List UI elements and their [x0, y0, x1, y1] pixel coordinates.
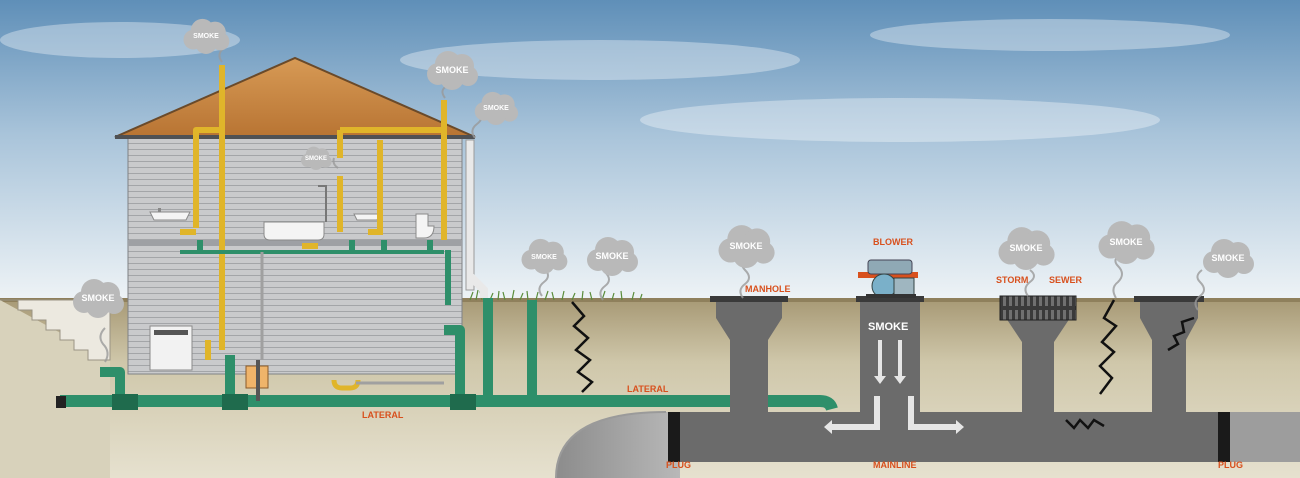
plug-right-marker [1218, 412, 1230, 462]
label-blower: BLOWER [873, 237, 913, 247]
sink-right [353, 213, 381, 221]
label-lateral-right: LATERAL [627, 384, 669, 394]
smoke-text-yard: SMOKE [81, 293, 114, 303]
mainline-bend [556, 412, 680, 478]
label-plug-left: PLUG [666, 460, 691, 470]
smoke-text-far-right: SMOKE [1211, 253, 1244, 263]
smoke-text-lawn-1: SMOKE [531, 254, 557, 261]
smoke-text-stack-right: SMOKE [435, 65, 468, 75]
shower-head [318, 185, 327, 222]
bathtub [263, 221, 325, 241]
pipe-cracks [571, 299, 1195, 430]
storm-sewer-shaft [1006, 318, 1070, 412]
plug-left-marker [668, 412, 680, 462]
stairs [0, 299, 111, 361]
label-blower-smoke: SMOKE [868, 321, 908, 333]
label-sewer: SEWER [1049, 275, 1083, 285]
blower-manhole-shaft [860, 300, 920, 412]
toilet [415, 213, 435, 239]
gutter-downspout [465, 139, 475, 291]
sink-left [149, 211, 191, 221]
storm-sewer-grate [999, 295, 1077, 321]
smoke-text-stack-left: SMOKE [193, 33, 219, 40]
label-manhole: MANHOLE [745, 284, 791, 294]
mainline-extension [1230, 412, 1300, 462]
smoke-text-storm-sewer: SMOKE [1009, 243, 1042, 253]
floor-joist [128, 240, 462, 246]
smoke-text-crack: SMOKE [1109, 237, 1142, 247]
vent-pipes [180, 65, 447, 360]
label-storm: STORM [996, 275, 1028, 285]
diagram-labels: MANHOLE BLOWER STORM SEWER LATERAL LATER… [362, 237, 1243, 470]
smoke-text-manhole: SMOKE [729, 241, 762, 251]
ground-surface [0, 298, 1300, 302]
crack-left [571, 301, 594, 393]
smoke-puff-texts: SMOKE SMOKE SMOKE SMOKE SMOKE SMOKE SMOK… [81, 33, 1244, 303]
smoke-text-interior: SMOKE [305, 156, 327, 162]
smoke-text-lawn-2: SMOKE [595, 251, 628, 261]
smoke-blower [858, 259, 918, 299]
mainline-sewer [555, 295, 1300, 478]
manhole-shaft [716, 300, 782, 412]
pipe-fittings [56, 394, 476, 410]
label-mainline: MAINLINE [873, 460, 917, 470]
fixtures [149, 185, 435, 391]
crack-middle [1098, 299, 1118, 395]
basement-embankment [0, 300, 110, 478]
smoke-text-vent: SMOKE [483, 105, 509, 112]
flow-arrows [824, 340, 964, 434]
crack-mainline [1065, 418, 1105, 430]
crack-right [1167, 316, 1195, 352]
label-plug-right: PLUG [1218, 460, 1243, 470]
drain-pipes [60, 240, 838, 411]
mainline-pipe [680, 412, 1230, 462]
label-lateral-left: LATERAL [362, 410, 404, 420]
